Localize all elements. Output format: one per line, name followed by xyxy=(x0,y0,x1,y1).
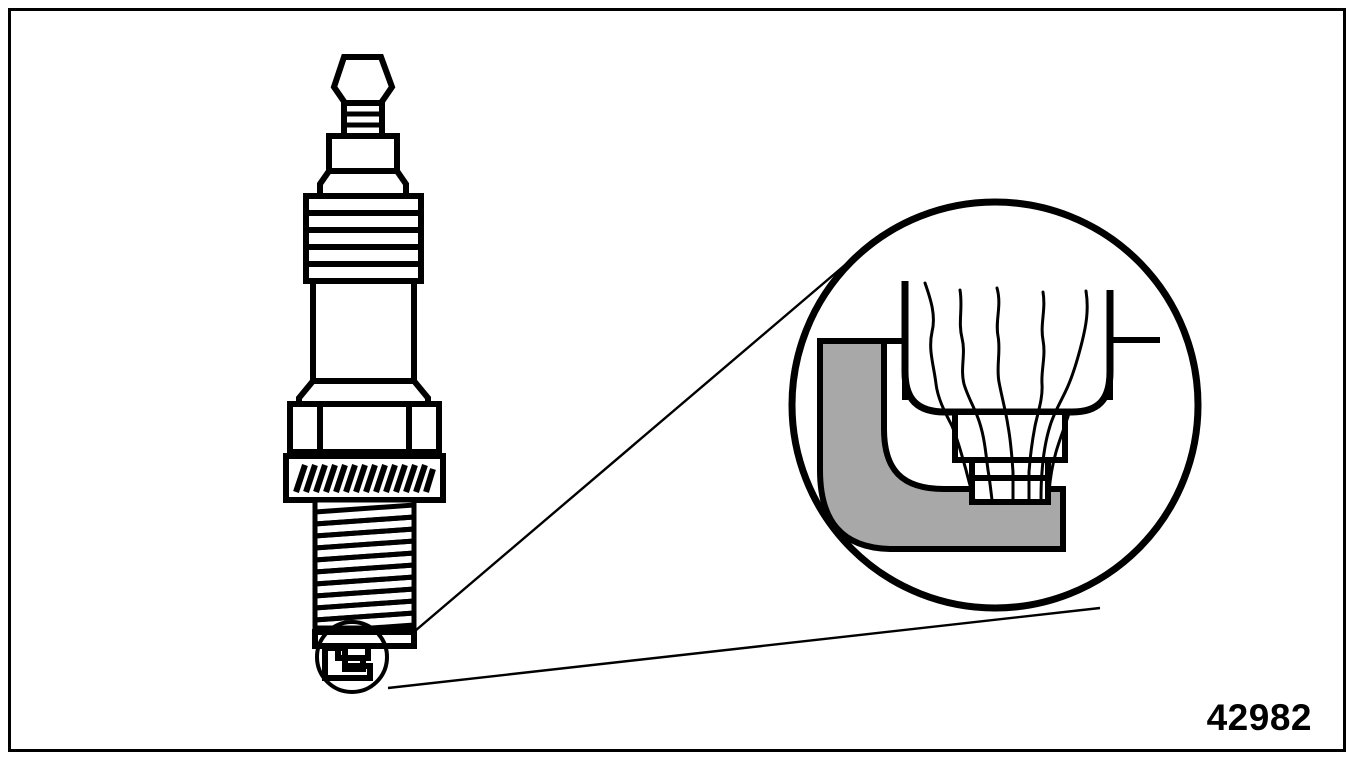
insulator-upper-barrel xyxy=(326,133,400,174)
gasket-hatch xyxy=(323,464,338,493)
gasket-hatch xyxy=(363,464,378,493)
insulator-nose xyxy=(901,281,1114,416)
terminal-nut xyxy=(330,54,396,106)
deposit-streak xyxy=(1027,290,1046,502)
gasket-hatch xyxy=(343,464,358,493)
gasket-hatch xyxy=(403,464,418,493)
callout-circle-small xyxy=(315,620,389,694)
magnification-circle xyxy=(788,198,1202,612)
deposit-streak xyxy=(995,286,1015,502)
deposit-streak xyxy=(1047,408,1072,494)
thread-turn xyxy=(312,610,417,635)
gasket-hatch xyxy=(423,468,436,493)
gasket-hatch xyxy=(303,464,318,493)
gasket-hatch xyxy=(353,464,368,493)
magnification-detail xyxy=(788,198,1202,612)
shell-collar xyxy=(296,378,431,407)
leader-line-upper xyxy=(394,264,846,649)
callout-leader-lines xyxy=(387,264,1101,690)
hex-face-left xyxy=(287,401,323,455)
deposit-streak xyxy=(923,281,976,502)
detail-contents xyxy=(817,281,1160,552)
gasket-hatch xyxy=(373,464,388,493)
center-electrode-tip xyxy=(969,475,1051,505)
deposit-streak xyxy=(958,288,994,502)
gasket-hatch xyxy=(393,464,408,493)
thread-helix-lines xyxy=(312,502,417,635)
gasket-hatch xyxy=(413,464,428,493)
gasket-hatch xyxy=(313,464,328,493)
gasket-hatching xyxy=(293,464,436,493)
carbon-deposit-streaks xyxy=(923,281,1089,502)
figure-id-label: 42982 xyxy=(1206,697,1312,738)
insulator-body xyxy=(310,278,417,384)
hex-shell xyxy=(287,401,442,455)
gasket-hatch xyxy=(333,464,348,493)
threaded-shank xyxy=(312,497,417,649)
gasket-hatch xyxy=(383,464,398,493)
hex-face-right xyxy=(406,401,442,455)
insulator-rib-stack xyxy=(303,193,424,284)
spark-plug-assembly xyxy=(283,54,446,503)
leader-line-lower xyxy=(387,606,1101,690)
deposit-streak xyxy=(1039,289,1089,502)
terminal-stem xyxy=(341,100,385,139)
firing-end-small xyxy=(322,643,373,681)
gasket-hatch xyxy=(293,464,308,493)
figure-border xyxy=(8,8,1346,752)
insulator-shoulder xyxy=(317,168,409,199)
hex-face-center xyxy=(317,401,412,455)
